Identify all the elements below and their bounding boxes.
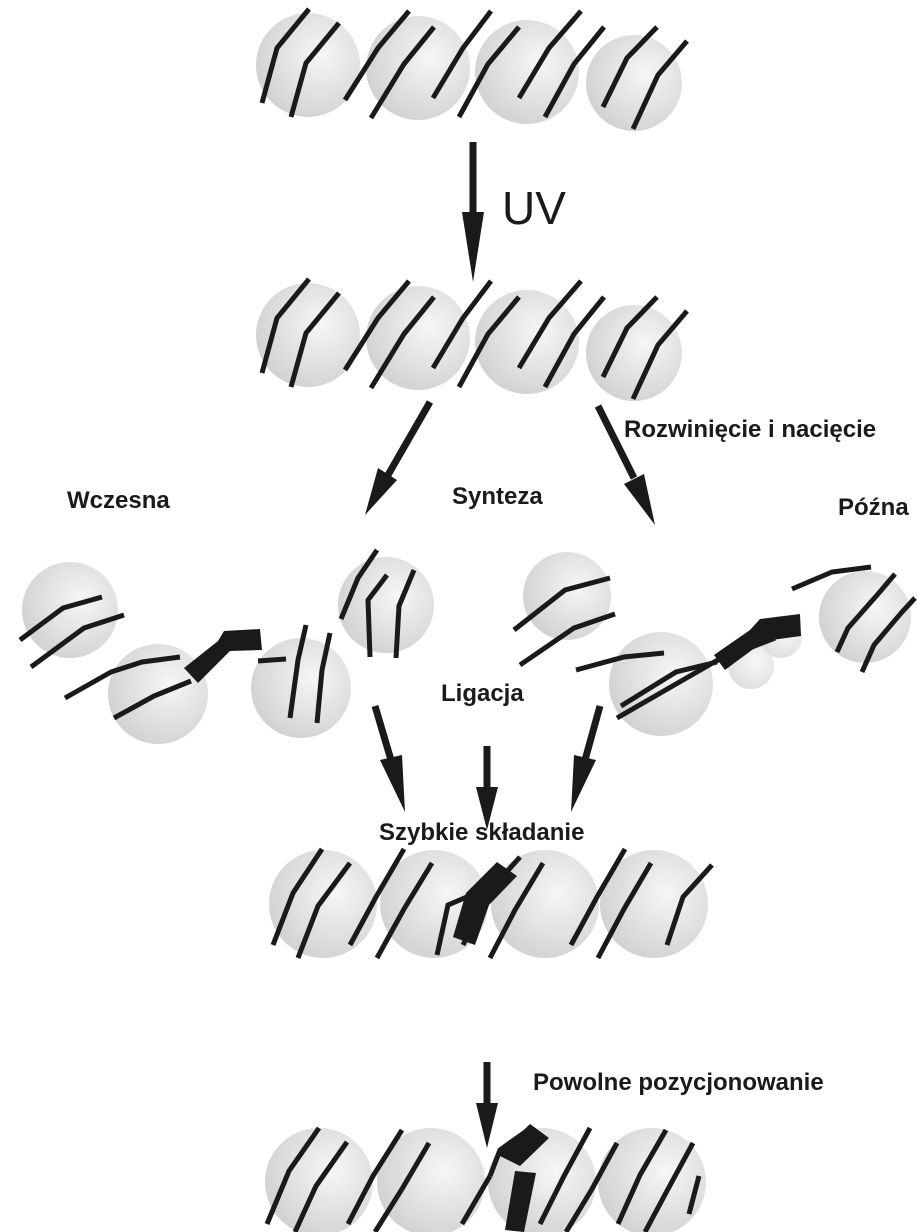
chromatin-late-disrupted bbox=[514, 552, 915, 736]
arrow-slow-positioning bbox=[476, 746, 498, 830]
nucleosome bbox=[475, 290, 579, 394]
chromatin-damaged bbox=[256, 279, 687, 401]
nucleosome bbox=[22, 562, 118, 658]
repair-patch bbox=[184, 629, 262, 683]
label-synthesis: Synteza bbox=[452, 483, 543, 510]
label-early: Wczesna bbox=[67, 487, 170, 514]
label-slow-positioning: Powolne pozycjonowanie bbox=[533, 1069, 824, 1096]
label-fast-assembly: Szybkie składanie bbox=[379, 819, 584, 846]
chromatin-intact bbox=[256, 9, 687, 131]
label-late: Późna bbox=[838, 494, 909, 521]
label-ligation: Ligacja bbox=[441, 680, 524, 707]
arrow-uv bbox=[462, 142, 484, 282]
label-unwinding-incision: Rozwinięcie i nacięcie bbox=[624, 416, 876, 443]
arrow-early-to-assembly bbox=[375, 706, 405, 812]
chromatin-reassembled bbox=[269, 849, 712, 958]
arrow-to-early bbox=[365, 402, 430, 515]
nucleosome bbox=[338, 557, 434, 653]
arrow-slow-positioning-main bbox=[476, 1062, 498, 1148]
nucleosome bbox=[523, 552, 611, 640]
nucleosome bbox=[491, 850, 599, 958]
nucleosome bbox=[475, 20, 579, 124]
label-uv: UV bbox=[502, 182, 566, 234]
arrow-late-to-assembly bbox=[571, 706, 600, 812]
chromatin-early-disrupted bbox=[20, 550, 434, 744]
nucleosome bbox=[269, 850, 377, 958]
